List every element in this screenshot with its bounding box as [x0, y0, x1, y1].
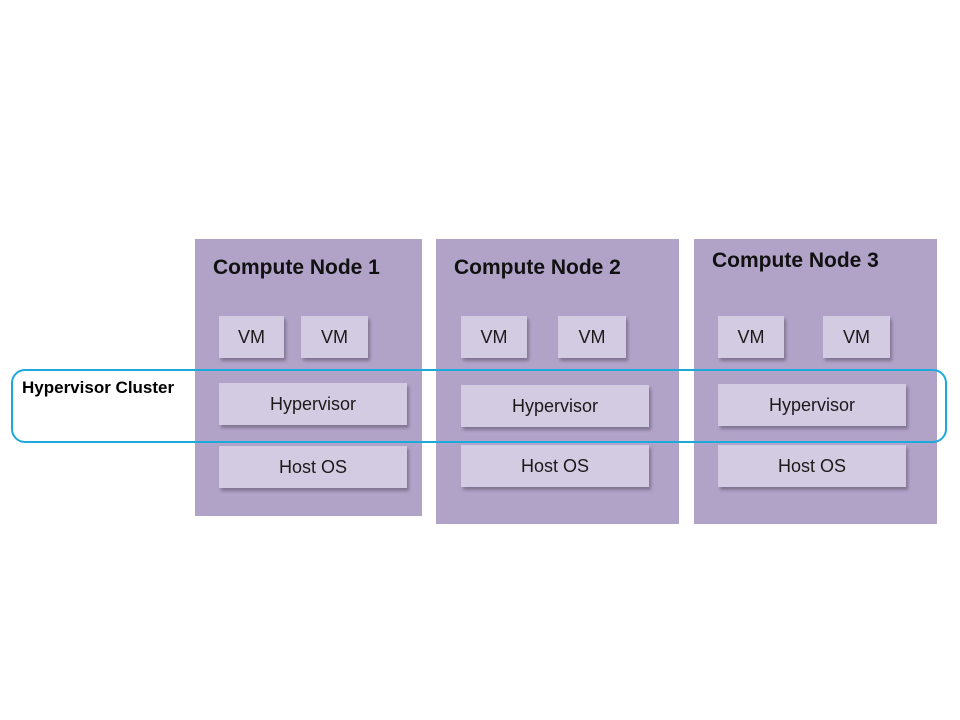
vm-box: VM [219, 316, 284, 358]
vm-box: VM [823, 316, 890, 358]
hypervisor-box: Hypervisor [718, 384, 906, 426]
hypervisor-box: Hypervisor [461, 385, 649, 427]
compute-node-title: Compute Node 1 [213, 256, 380, 279]
vm-box: VM [301, 316, 368, 358]
vm-box: VM [718, 316, 784, 358]
compute-node-title: Compute Node 2 [454, 256, 621, 279]
hypervisor-cluster-outline [11, 369, 947, 443]
hypervisor-cluster-label: Hypervisor Cluster [22, 378, 175, 397]
host-os-box: Host OS [718, 445, 906, 487]
host-os-box: Host OS [219, 446, 407, 488]
vm-box: VM [558, 316, 626, 358]
compute-node-title: Compute Node 3 [712, 249, 879, 272]
hypervisor-box: Hypervisor [219, 383, 407, 425]
host-os-box: Host OS [461, 445, 649, 487]
vm-box: VM [461, 316, 527, 358]
